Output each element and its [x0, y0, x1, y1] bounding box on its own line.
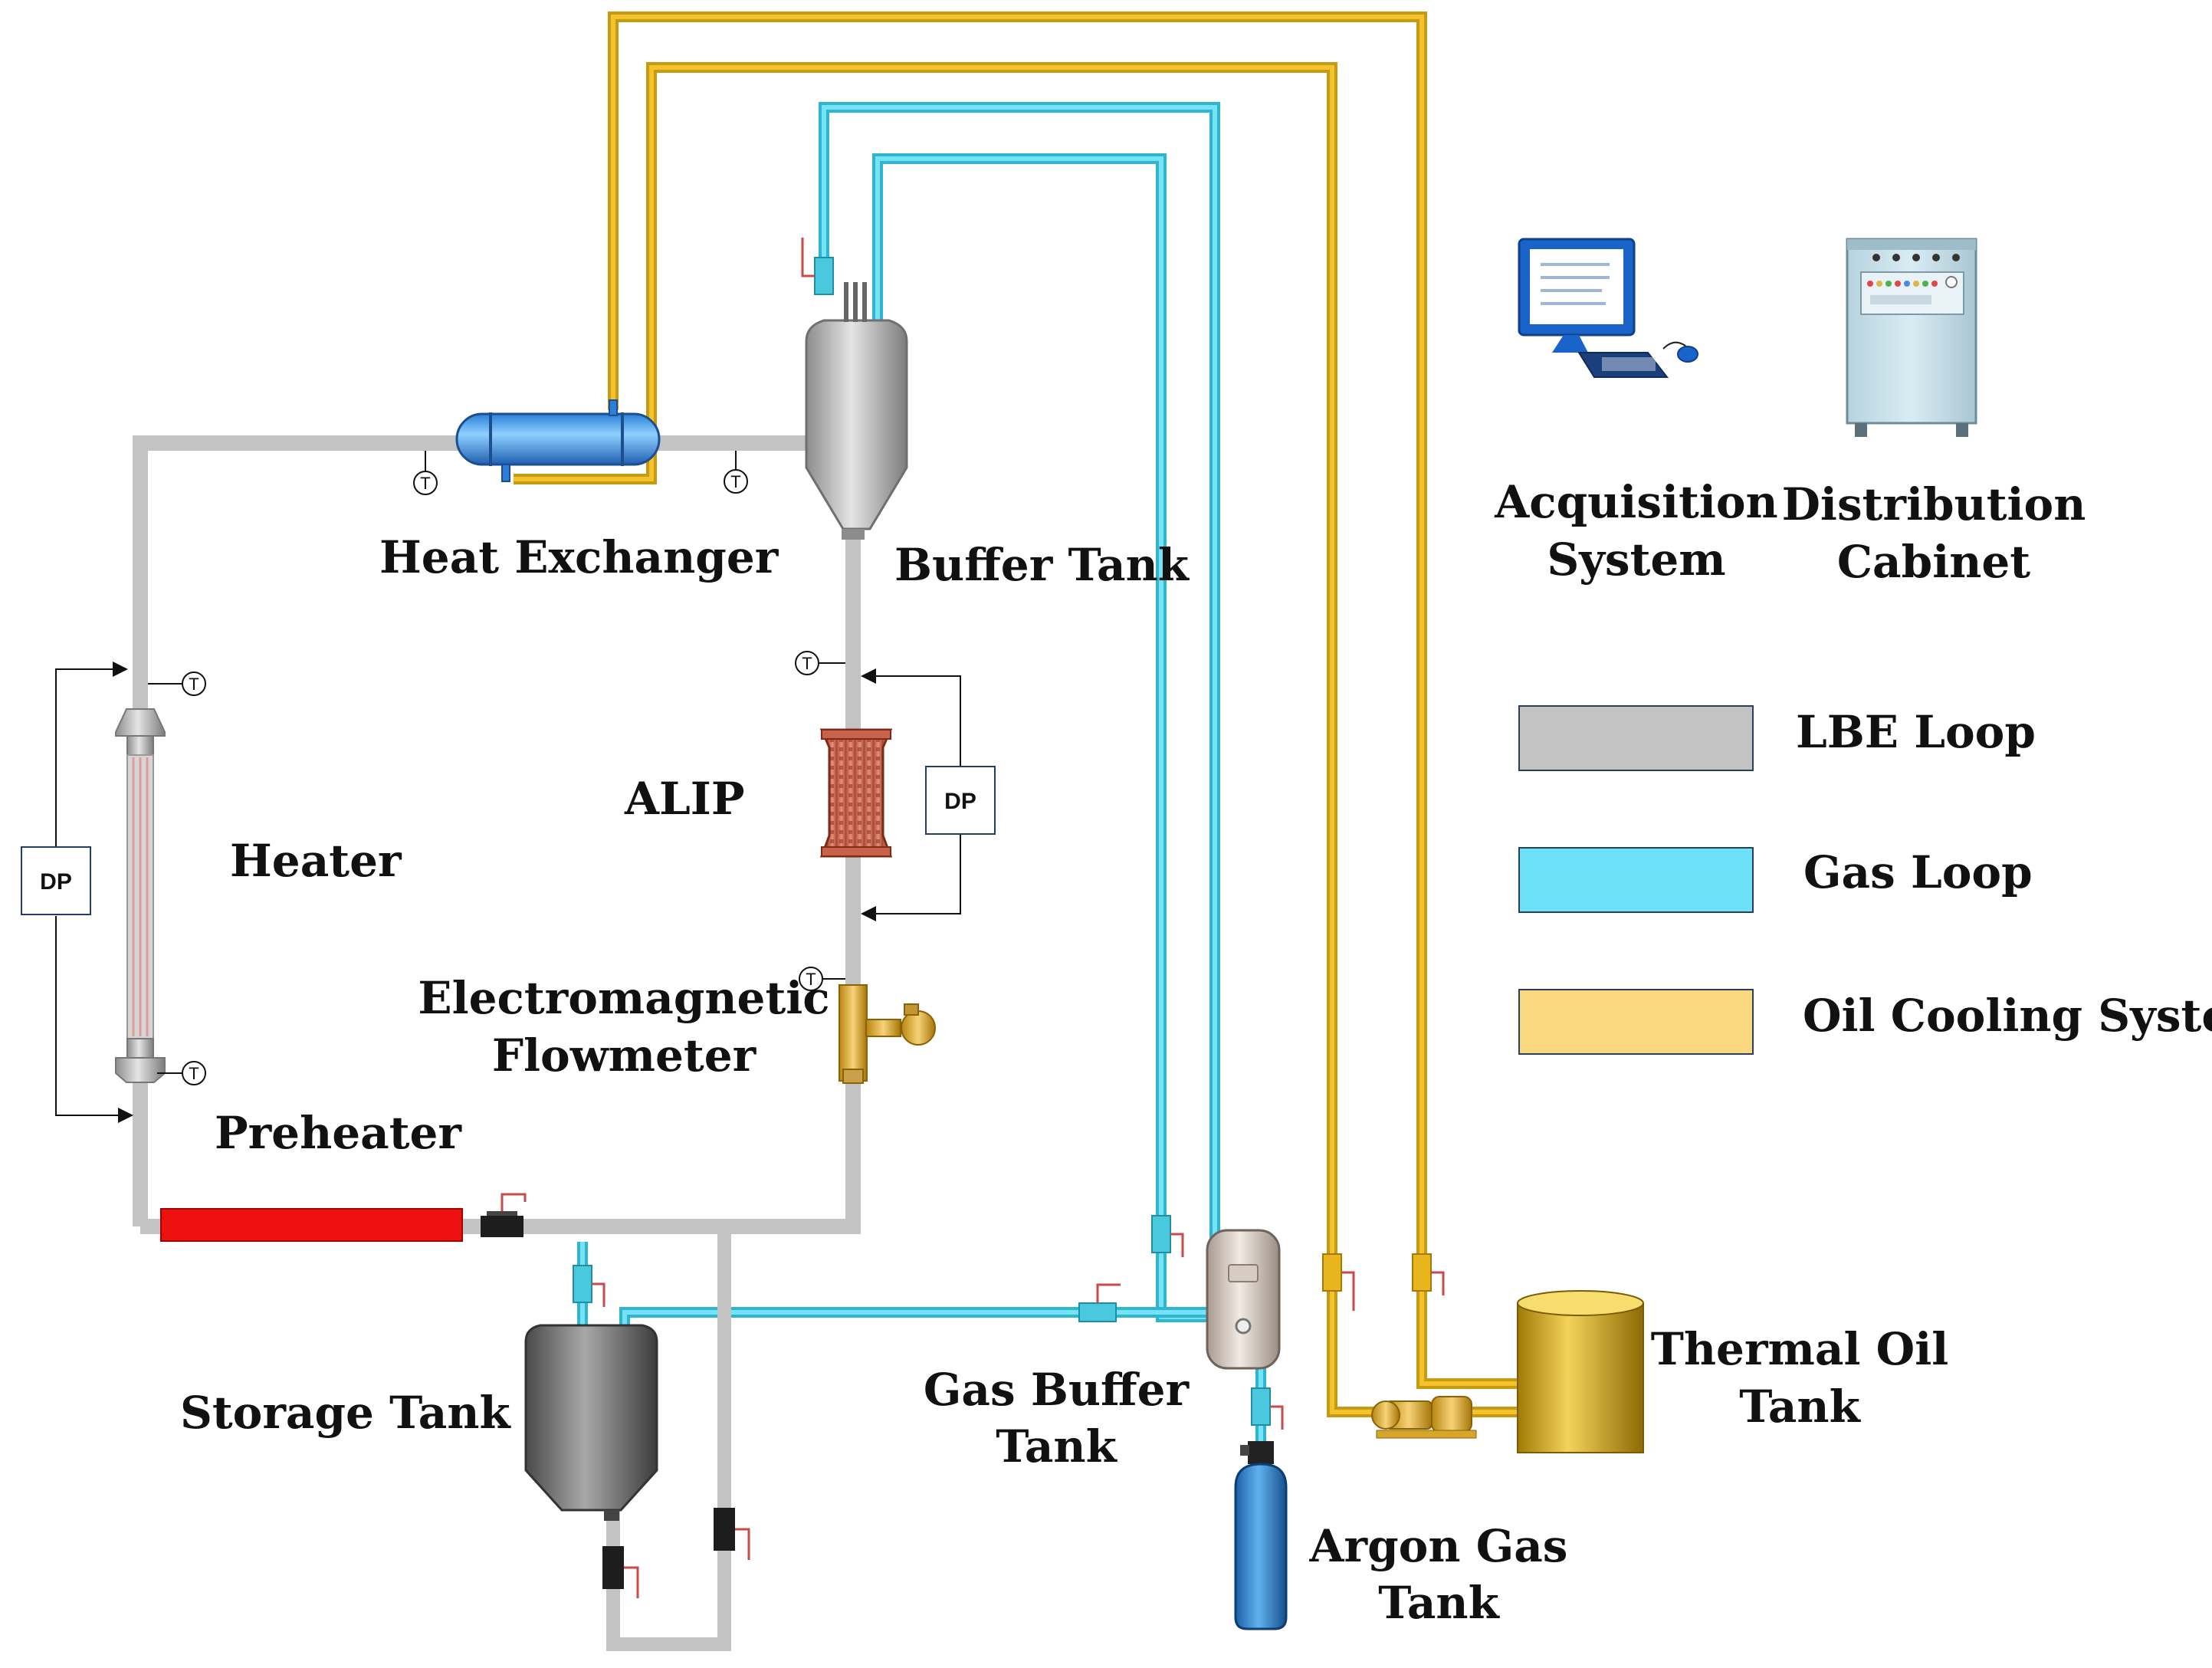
legend-label-gas: Gas Loop: [1803, 846, 2033, 898]
gas-line-storage: [619, 1307, 1215, 1349]
label-alip: ALIP: [624, 773, 745, 825]
legend-item-oil: Oil Cooling System: [1518, 989, 2212, 1055]
dp-alip: DP: [861, 668, 996, 921]
component-labels: Heat Exchanger Buffer Tank ALIP Heater E…: [180, 476, 2086, 1629]
valve-icon: [481, 1193, 527, 1237]
valves: [481, 238, 1445, 1598]
valve-icon: [1151, 1215, 1184, 1257]
svg-text:T: T: [802, 654, 812, 673]
thermocouple-icon: T: [157, 1061, 206, 1085]
label-electromagnetic: Electromagnetic: [418, 972, 829, 1024]
dp-heater: DP: [21, 662, 133, 1123]
preheater: [160, 1208, 463, 1242]
thermal-oil-tank: [1517, 1290, 1644, 1453]
valve-icon: [602, 1546, 639, 1598]
legend: LBE Loop Gas Loop Oil Cooling System: [1518, 705, 2212, 1055]
label-acquisition: Acquisition: [1494, 476, 1777, 528]
thermocouple-icon: T: [799, 967, 845, 991]
gas-line-inner: [872, 153, 1215, 1322]
label-distribution: Distribution: [1782, 478, 2086, 530]
label-buffer-tank: Buffer Tank: [894, 539, 1190, 591]
heat-exchanger: [455, 399, 661, 482]
gas-buffer-tank: [1206, 1229, 1281, 1370]
label-thermal-oil: Thermal Oil: [1651, 1323, 1949, 1375]
svg-text:T: T: [806, 970, 816, 989]
legend-swatch-gas: [1518, 847, 1754, 913]
label-acquisition-system: System: [1547, 534, 1725, 586]
valve-icon: [1078, 1283, 1121, 1322]
label-heater: Heater: [230, 835, 402, 887]
valve-icon: [1412, 1253, 1445, 1295]
label-flowmeter: Flowmeter: [492, 1029, 757, 1082]
svg-text:T: T: [420, 474, 430, 493]
valve-icon: [1251, 1387, 1284, 1430]
thermocouples: T T T T T T: [148, 451, 845, 1085]
svg-text:T: T: [189, 1064, 199, 1083]
oil-line-inner: [514, 62, 1387, 1417]
svg-text:T: T: [189, 675, 199, 694]
electrical-cabinet-icon: [1846, 238, 1977, 437]
electromagnetic-flowmeter: [839, 984, 936, 1084]
computer-icon: [1518, 238, 1698, 378]
label-thermal-oil-tank: Tank: [1739, 1381, 1861, 1433]
heater: [115, 708, 166, 1083]
thermocouple-icon: T: [148, 671, 206, 696]
storage-tank: [524, 1324, 658, 1521]
gas-line-outer: [819, 102, 1220, 1238]
argon-gas-tank: [1234, 1441, 1288, 1630]
label-distribution-cabinet: Cabinet: [1837, 536, 2030, 588]
valve-icon: [714, 1508, 750, 1560]
oil-cooling-lines: [514, 11, 1518, 1417]
label-argon-tank: Tank: [1378, 1577, 1500, 1629]
buffer-tank: [805, 282, 908, 540]
oil-line-outer: [608, 11, 1518, 1389]
legend-item-gas: Gas Loop: [1518, 846, 2033, 913]
oil-pump-icon: [1371, 1396, 1477, 1439]
label-gas-buffer: Gas Buffer: [924, 1364, 1190, 1416]
label-storage-tank: Storage Tank: [180, 1387, 512, 1439]
legend-swatch-lbe: [1518, 705, 1754, 771]
valve-icon: [573, 1265, 606, 1307]
valve-icon: [801, 238, 834, 295]
thermocouple-icon: T: [724, 451, 748, 494]
svg-text:T: T: [730, 472, 740, 491]
label-argon-gas: Argon Gas: [1309, 1520, 1568, 1572]
label-preheater: Preheater: [215, 1107, 462, 1159]
legend-label-oil: Oil Cooling System: [1803, 990, 2212, 1042]
legend-label-lbe: LBE Loop: [1796, 706, 2036, 758]
legend-item-lbe: LBE Loop: [1518, 705, 2036, 771]
svg-text:DP: DP: [40, 869, 72, 895]
thermocouple-icon: T: [795, 651, 845, 675]
label-heat-exchanger: Heat Exchanger: [379, 531, 779, 583]
thermocouple-icon: T: [413, 451, 438, 495]
valve-icon: [1322, 1253, 1355, 1311]
svg-text:DP: DP: [944, 789, 976, 814]
label-gas-buffer-tank: Tank: [996, 1420, 1117, 1473]
legend-swatch-oil: [1518, 989, 1754, 1055]
alip-pump: [819, 728, 893, 858]
